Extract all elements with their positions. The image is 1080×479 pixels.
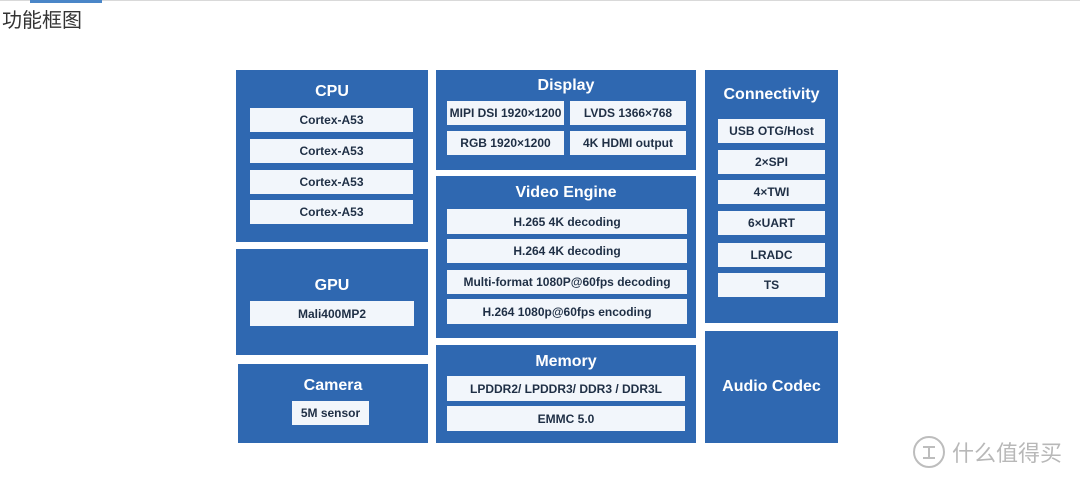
video-engine-title: Video Engine [515, 184, 617, 201]
zhide-logo-icon [913, 436, 945, 468]
conn-ts: TS [718, 273, 825, 297]
camera-chip: 5M sensor [292, 401, 369, 425]
gpu-chip: Mali400MP2 [250, 301, 414, 326]
memory-block: Memory LPDDR2/ LPDDR3/ DDR3 / DDR3L EMMC… [436, 345, 696, 443]
conn-twi: 4×TWI [718, 180, 825, 204]
gpu-block: GPU Mali400MP2 [236, 249, 428, 355]
cpu-core-3: Cortex-A53 [250, 170, 413, 194]
camera-title: Camera [303, 377, 363, 394]
display-hdmi: 4K HDMI output [570, 131, 686, 155]
video-h264-encode: H.264 1080p@60fps encoding [447, 299, 687, 324]
cpu-block: CPU Cortex-A53 Cortex-A53 Cortex-A53 Cor… [236, 70, 428, 242]
conn-uart: 6×UART [718, 211, 825, 235]
display-lvds: LVDS 1366×768 [570, 101, 686, 125]
top-divider [0, 0, 1080, 1]
connectivity-block: Connectivity USB OTG/Host 2×SPI 4×TWI 6×… [705, 70, 838, 323]
watermark: 什么值得买 [912, 434, 1062, 470]
camera-block: Camera 5M sensor [238, 364, 428, 443]
cpu-core-2: Cortex-A53 [250, 139, 413, 163]
conn-usb: USB OTG/Host [718, 119, 825, 143]
conn-spi: 2×SPI [718, 150, 825, 174]
video-engine-block: Video Engine H.265 4K decoding H.264 4K … [436, 176, 696, 338]
active-tab-indicator [30, 0, 102, 3]
memory-title: Memory [535, 353, 597, 370]
cpu-core-4: Cortex-A53 [250, 200, 413, 224]
conn-lradc: LRADC [718, 243, 825, 267]
cpu-title: CPU [315, 83, 349, 100]
video-multiformat-decode: Multi-format 1080P@60fps decoding [447, 270, 687, 294]
gpu-title: GPU [314, 277, 350, 294]
memory-ddr: LPDDR2/ LPDDR3/ DDR3 / DDR3L [447, 376, 685, 401]
page-title: 功能框图 [2, 8, 82, 32]
display-rgb: RGB 1920×1200 [447, 131, 564, 155]
display-title: Display [537, 77, 595, 94]
video-h264-decode: H.264 4K decoding [447, 239, 687, 263]
video-h265-decode: H.265 4K decoding [447, 209, 687, 234]
display-block: Display MIPI DSI 1920×1200 LVDS 1366×768… [436, 70, 696, 170]
audio-codec-block: Audio Codec [705, 331, 838, 443]
watermark-text: 什么值得买 [952, 442, 1063, 467]
cpu-core-1: Cortex-A53 [250, 108, 413, 132]
memory-emmc: EMMC 5.0 [447, 406, 685, 431]
audio-codec-title: Audio Codec [722, 378, 821, 395]
display-mipi: MIPI DSI 1920×1200 [447, 101, 564, 125]
connectivity-title: Connectivity [723, 86, 820, 103]
